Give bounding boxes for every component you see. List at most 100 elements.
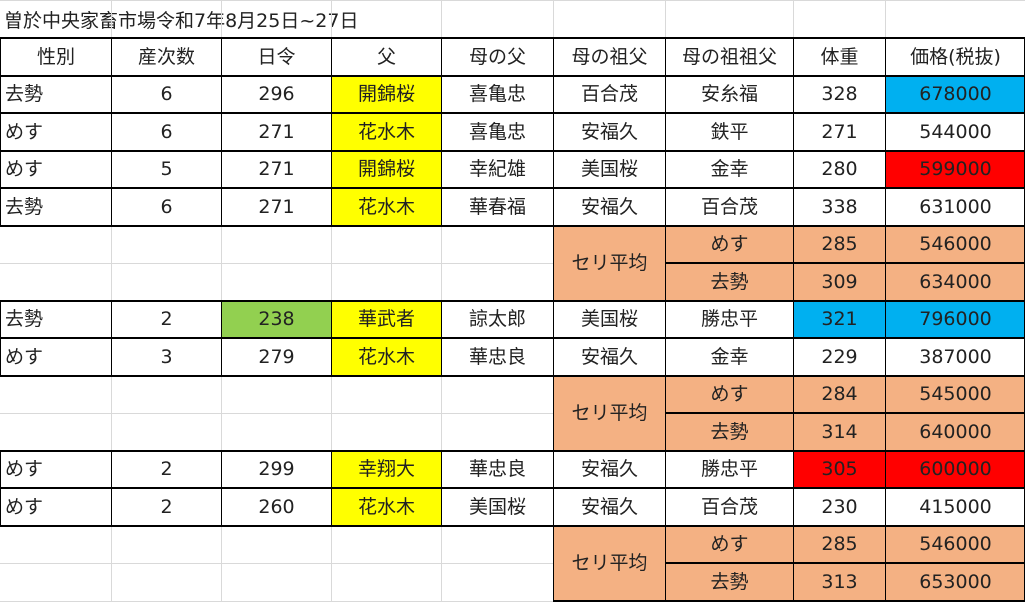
cell-border bbox=[665, 451, 666, 526]
cell-border bbox=[0, 37, 1025, 39]
cell-border bbox=[0, 450, 1025, 452]
cell-border bbox=[0, 525, 1025, 527]
cell-border bbox=[0, 38, 1, 76]
cell-border bbox=[553, 226, 554, 301]
average-weight: 284 bbox=[794, 376, 885, 413]
data-cell-price: 544000 bbox=[919, 120, 992, 143]
average-weight: 285 bbox=[794, 526, 885, 563]
auction-average-label: セリ平均 bbox=[554, 226, 665, 301]
cell-border bbox=[665, 38, 666, 76]
cell-border bbox=[885, 301, 886, 376]
cell-border bbox=[111, 76, 112, 226]
data-cell-sex: めす bbox=[5, 458, 44, 481]
data-cell-price: 678000 bbox=[886, 76, 1025, 113]
cell-border bbox=[221, 451, 222, 526]
cell-border bbox=[885, 451, 886, 526]
auction-average-label: セリ平均 bbox=[554, 376, 665, 451]
average-price: 653000 bbox=[886, 564, 1025, 601]
data-cell-dam-grandsire: 安福久 bbox=[580, 495, 638, 518]
data-cell-age: 238 bbox=[222, 301, 331, 338]
cell-border bbox=[0, 112, 1025, 114]
data-cell-age: 271 bbox=[258, 120, 295, 143]
data-cell-price: 599000 bbox=[886, 151, 1025, 188]
cell-border bbox=[793, 226, 794, 301]
data-cell-dam-grandsire: 安福久 bbox=[580, 458, 638, 481]
average-weight: 314 bbox=[794, 414, 885, 451]
cell-border bbox=[553, 451, 554, 526]
data-cell-dam-grandsire: 安福久 bbox=[580, 195, 638, 218]
cell-border bbox=[553, 38, 554, 76]
header-cell: 父 bbox=[376, 45, 396, 68]
cell-border bbox=[441, 451, 442, 526]
cell-border bbox=[0, 150, 1025, 152]
cell-border bbox=[665, 262, 1025, 264]
data-cell-sex: めす bbox=[5, 158, 44, 181]
data-cell-parity: 3 bbox=[160, 345, 173, 368]
cell-border bbox=[665, 562, 1025, 564]
data-cell-sire: 花水木 bbox=[332, 489, 441, 526]
average-weight: 285 bbox=[794, 226, 885, 263]
average-sex: めす bbox=[666, 376, 793, 413]
data-cell-weight: 338 bbox=[821, 195, 858, 218]
data-cell-dam-great-grandsire: 安糸福 bbox=[700, 83, 758, 106]
data-cell-weight: 305 bbox=[794, 451, 885, 488]
cell-border bbox=[331, 76, 332, 226]
cell-border bbox=[665, 412, 1025, 414]
cell-border bbox=[111, 38, 112, 76]
average-sex: めす bbox=[666, 226, 793, 263]
data-cell-parity: 6 bbox=[160, 83, 173, 106]
data-cell-parity: 2 bbox=[160, 458, 173, 481]
gridline-horizontal bbox=[0, 0, 1025, 1]
data-cell-sex: 去勢 bbox=[5, 195, 44, 218]
data-cell-sire: 花水木 bbox=[332, 189, 441, 226]
data-cell-dam-grandsire: 安福久 bbox=[580, 345, 638, 368]
cell-border bbox=[665, 301, 666, 376]
cell-border bbox=[885, 376, 886, 451]
cell-border bbox=[0, 187, 1025, 189]
average-price: 546000 bbox=[886, 526, 1025, 563]
cell-border bbox=[0, 300, 1025, 302]
data-cell-sire: 開錦桜 bbox=[332, 151, 441, 188]
cell-border bbox=[331, 301, 332, 376]
header-cell: 母の父 bbox=[468, 45, 526, 68]
cell-border bbox=[665, 376, 666, 451]
data-cell-dam-great-grandsire: 勝忠平 bbox=[700, 308, 758, 331]
data-cell-dam-grandsire: 美国桜 bbox=[580, 308, 638, 331]
data-cell-age: 296 bbox=[258, 83, 295, 106]
data-cell-sire: 花水木 bbox=[332, 114, 441, 151]
data-cell-dam-grandsire: 百合茂 bbox=[580, 83, 638, 106]
average-sex: 去勢 bbox=[666, 414, 793, 451]
data-cell-dam-great-grandsire: 金幸 bbox=[710, 345, 749, 368]
data-cell-price: 387000 bbox=[919, 345, 992, 368]
header-cell: 体重 bbox=[820, 45, 859, 68]
data-cell-age: 271 bbox=[258, 195, 295, 218]
data-cell-sire: 幸翔大 bbox=[332, 451, 441, 488]
data-cell-age: 299 bbox=[258, 458, 295, 481]
cell-border bbox=[111, 301, 112, 376]
cell-border bbox=[0, 375, 1025, 377]
cell-border bbox=[0, 301, 1, 376]
average-sex: 去勢 bbox=[666, 264, 793, 301]
data-cell-dam-sire: 喜亀忠 bbox=[468, 83, 526, 106]
cell-border bbox=[665, 76, 666, 226]
data-cell-weight: 271 bbox=[821, 120, 858, 143]
data-cell-dam-sire: 美国桜 bbox=[468, 495, 526, 518]
cell-border bbox=[0, 225, 1025, 227]
cell-border bbox=[793, 376, 794, 451]
data-cell-sire: 華武者 bbox=[332, 301, 441, 338]
cell-border bbox=[0, 75, 1025, 77]
cell-border bbox=[441, 76, 442, 226]
average-price: 640000 bbox=[886, 414, 1025, 451]
data-cell-age: 271 bbox=[258, 158, 295, 181]
data-cell-parity: 6 bbox=[160, 120, 173, 143]
data-cell-dam-sire: 喜亀忠 bbox=[468, 120, 526, 143]
data-cell-dam-grandsire: 美国桜 bbox=[580, 158, 638, 181]
gridline-horizontal bbox=[0, 563, 1025, 564]
cell-border bbox=[793, 301, 794, 376]
header-cell: 性別 bbox=[36, 45, 75, 68]
data-cell-sex: めす bbox=[5, 120, 44, 143]
data-cell-dam-sire: 幸紀雄 bbox=[468, 158, 526, 181]
cell-border bbox=[0, 337, 1025, 339]
data-cell-sire: 花水木 bbox=[332, 339, 441, 376]
